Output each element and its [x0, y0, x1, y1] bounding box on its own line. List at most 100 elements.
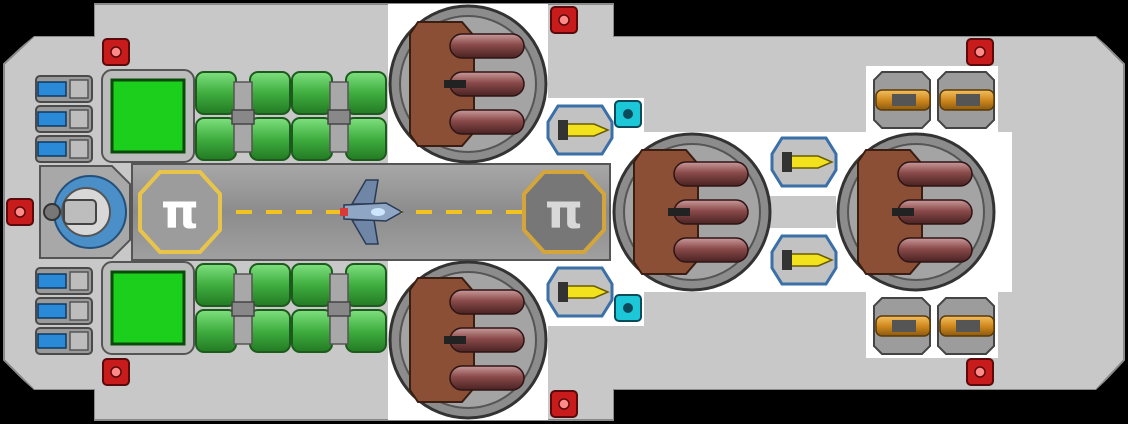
turret-barrel — [897, 161, 973, 187]
thruster-block — [69, 271, 89, 291]
fuel-tank — [345, 263, 387, 307]
thruster-nozzle — [37, 141, 67, 157]
turret-barrel — [673, 237, 749, 263]
fuel-tank-group[interactable] — [195, 71, 291, 161]
runway-stripe — [446, 210, 462, 214]
red-sensor-icon[interactable] — [966, 38, 994, 66]
missile-pod-icon[interactable] — [770, 136, 838, 188]
thruster-block — [69, 79, 89, 99]
missile-pods — [546, 104, 838, 318]
hull-notch-bottom-left — [0, 360, 94, 424]
cargo-bay-bottom-hatch — [110, 270, 186, 346]
cannon-icon[interactable] — [873, 297, 931, 355]
fuel-valve — [327, 109, 351, 125]
cannon-icon[interactable] — [937, 71, 995, 129]
heavy-turret-icon[interactable] — [612, 132, 772, 292]
thruster-nozzle — [37, 111, 67, 127]
thruster-block — [69, 331, 89, 351]
fuel-tank — [195, 117, 237, 161]
fuel-tank — [345, 309, 387, 353]
fuel-tank-group[interactable] — [291, 263, 387, 353]
fuel-tank — [291, 71, 333, 115]
thruster-nozzle — [37, 303, 67, 319]
hull-corner-bottom-right — [1096, 360, 1128, 390]
heavy-turret-icon[interactable] — [388, 4, 548, 164]
missile-launcher — [782, 152, 792, 172]
runway-stripe — [476, 210, 492, 214]
fuel-tank — [249, 117, 291, 161]
cockpit[interactable] — [39, 165, 131, 259]
heavy-turret-icon[interactable] — [388, 260, 548, 420]
fuel-tank — [249, 71, 291, 115]
red-sensor-light — [974, 366, 986, 378]
fuel-tank — [195, 263, 237, 307]
fighter-ship-icon[interactable] — [340, 179, 404, 245]
cannon-breech — [892, 320, 916, 332]
cyan-sensor-icon[interactable] — [614, 100, 642, 128]
landing-pad-rear-label: π — [545, 184, 583, 240]
hull-notch-top-right — [614, 0, 1128, 36]
red-sensor-light — [110, 366, 122, 378]
red-sensor-light — [110, 46, 122, 58]
fuel-tank — [249, 309, 291, 353]
thrusters — [35, 75, 93, 355]
red-sensor-icon[interactable] — [550, 6, 578, 34]
turret-barrel — [449, 109, 525, 135]
cargo-bay-top[interactable] — [101, 69, 195, 163]
landing-pad-rear: π — [522, 170, 606, 254]
missile-pod-icon[interactable] — [546, 266, 614, 318]
missile-pod-icon[interactable] — [770, 234, 838, 286]
thruster-block — [69, 109, 89, 129]
red-sensor-light — [558, 398, 570, 410]
fuel-tank — [345, 117, 387, 161]
turret-slot — [668, 208, 690, 216]
landing-pad-rear-ring — [522, 170, 606, 254]
deck-gray-center-gap — [770, 196, 836, 228]
red-sensor-icon[interactable] — [102, 358, 130, 386]
cyan-sensor-icon[interactable] — [614, 294, 642, 322]
fighter-engine — [340, 208, 348, 216]
turret-barrel — [449, 289, 525, 315]
red-sensor-icon[interactable] — [550, 390, 578, 418]
runway-stripe — [296, 210, 312, 214]
red-sensor-light — [14, 206, 26, 218]
hull-corner-top-right — [1096, 36, 1128, 64]
cyan-sensor-light — [623, 303, 633, 313]
fuel-tank-group[interactable] — [291, 71, 387, 161]
fuel-tank — [291, 117, 333, 161]
red-sensor-light — [974, 46, 986, 58]
fuel-valve — [231, 109, 255, 125]
thruster-icon — [35, 267, 93, 295]
runway-stripe — [266, 210, 282, 214]
thruster-icon — [35, 327, 93, 355]
cannon-icon[interactable] — [873, 71, 931, 129]
cannon-icon[interactable] — [937, 297, 995, 355]
red-sensor-icon[interactable] — [6, 198, 34, 226]
turret-barrel — [673, 161, 749, 187]
landing-pad-front-ring — [138, 170, 222, 254]
red-sensor-icon[interactable] — [966, 358, 994, 386]
cannons — [873, 71, 995, 355]
landing-pad-front-label: π — [161, 184, 199, 240]
cyan-sensor-light — [623, 109, 633, 119]
turret-barrel — [449, 33, 525, 59]
red-sensor-icon[interactable] — [102, 38, 130, 66]
thruster-block — [69, 301, 89, 321]
cockpit-console — [43, 203, 61, 221]
sensors — [6, 6, 994, 418]
missile-pod-icon[interactable] — [546, 104, 614, 156]
cargo-bay-top-hatch — [110, 78, 186, 154]
hull-notch-bottom-right — [614, 390, 1128, 424]
thruster-nozzle — [37, 273, 67, 289]
missile-launcher — [558, 120, 568, 140]
fuel-valve — [231, 301, 255, 317]
fuel-valve — [327, 301, 351, 317]
missile-launcher — [558, 282, 568, 302]
cannon-breech — [892, 94, 916, 106]
runway-stripe — [236, 210, 252, 214]
fuel-tank-group[interactable] — [195, 263, 291, 353]
heavy-turret-icon[interactable] — [836, 132, 996, 292]
cargo-bay-bottom[interactable] — [101, 261, 195, 355]
